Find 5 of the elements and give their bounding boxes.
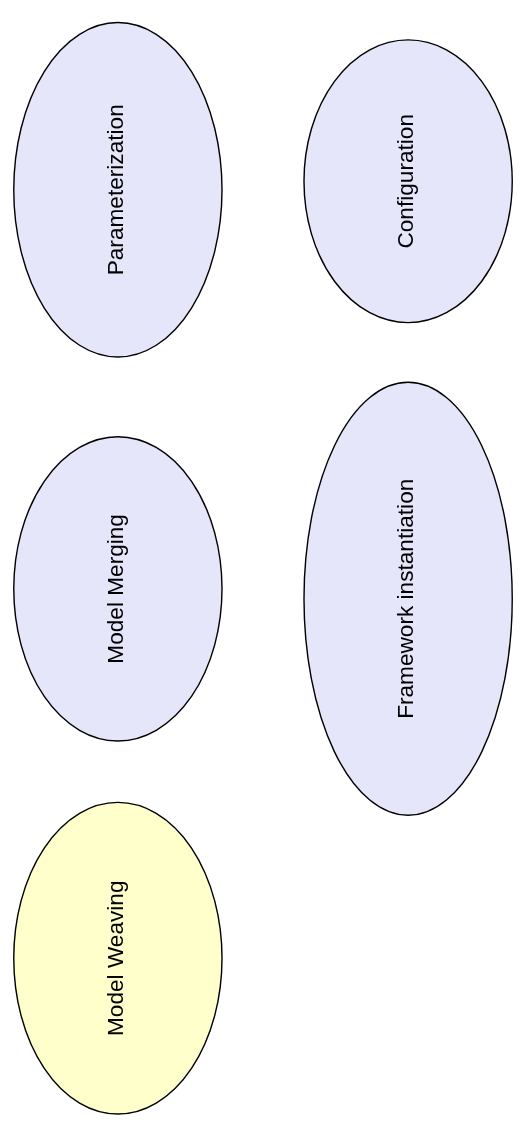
node-ellipse: Model Merging [13,435,223,742]
node-ellipse: Parameterization [13,21,223,358]
node-ellipse: Model Weaving [13,801,223,1115]
node-ellipse: Framework instantiation [303,381,513,816]
node-ellipse: Configuration [303,38,513,323]
